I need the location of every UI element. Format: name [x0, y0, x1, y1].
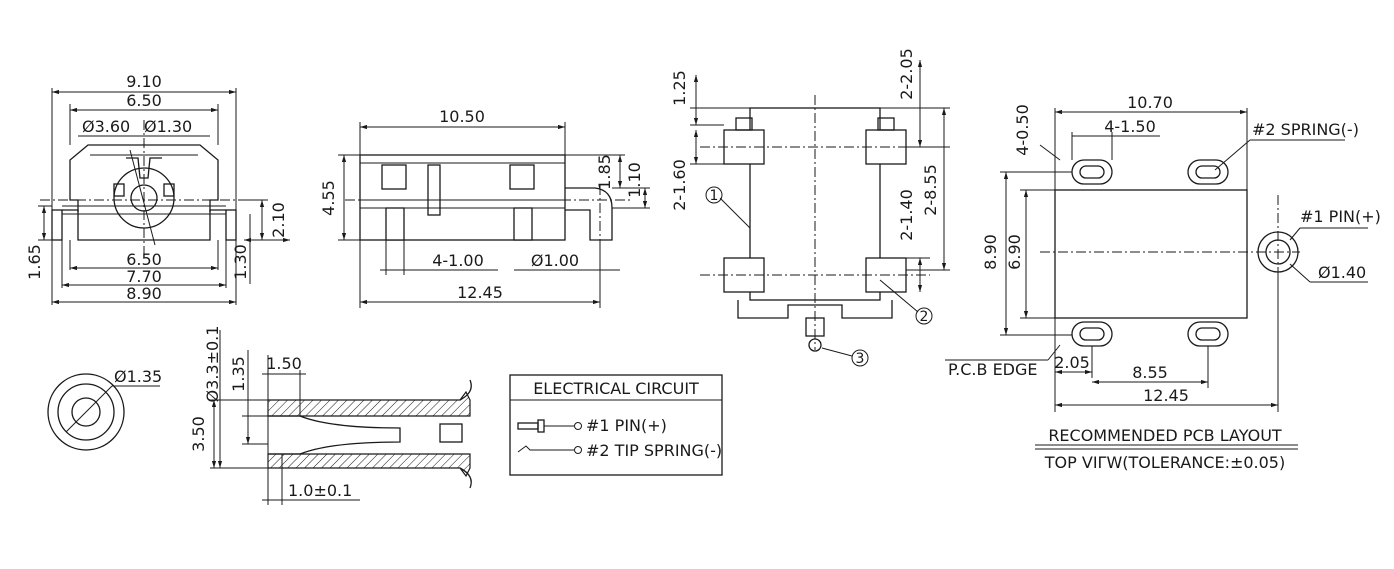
top-view: 1.25 2-2.05 2-1.60 2-8.55 2-1.40 1 2 3: [670, 48, 950, 367]
pcb-pad-4-1-50: 4-1.50: [1104, 117, 1156, 136]
circuit-pin-label: #1 PIN(+): [586, 416, 667, 435]
pcb-edge-2-05: 2.05: [1054, 353, 1090, 372]
side-height-1-85: 1.85: [595, 154, 614, 190]
circuit-title: ELECTRICAL CIRCUIT: [533, 379, 699, 398]
side-height-1-10: 1.10: [625, 162, 644, 198]
side-height-4-55: 4.55: [319, 180, 338, 216]
callout-1: 1: [710, 188, 719, 204]
pcb-height-6-90: 6.90: [1005, 234, 1024, 270]
plug-dim-3-50: 3.50: [189, 416, 208, 452]
pcb-pitch-8-55: 8.55: [1132, 363, 1168, 382]
side-hole-1-00: Ø1.00: [531, 251, 579, 270]
front-width-6-50-top: 6.50: [126, 91, 162, 110]
top-dim-2-2-05: 2-2.05: [897, 48, 916, 100]
callout-3: 3: [856, 351, 865, 367]
plug-dia-3-3: Ø3.3±0.1: [203, 326, 222, 403]
front-height-1-30: 1.30: [231, 244, 250, 280]
front-width-7-70: 7.70: [126, 267, 162, 286]
side-length-12-45: 12.45: [457, 283, 503, 302]
side-length-10-50: 10.50: [439, 107, 485, 126]
front-height-2-10: 2.10: [269, 202, 288, 238]
top-dim-1-25: 1.25: [670, 70, 689, 106]
pcb-layout-subtitle: TOP VIΓW(TOLERANCE:±0.05): [1044, 453, 1285, 472]
side-pitch-4-1-00: 4-1.00: [432, 251, 484, 270]
top-dim-2-1-40: 2-1.40: [897, 189, 916, 241]
pcb-layout-title: RECOMMENDED PCB LAYOUT: [1048, 426, 1282, 445]
front-height-1-65: 1.65: [25, 244, 44, 280]
front-view: 9.10 6.50 Ø3.60 Ø1.30 6.50 7.70 8.90 1.6…: [25, 72, 290, 305]
plug-end-diameter: Ø1.35: [114, 367, 162, 386]
front-dia-1-30: Ø1.30: [144, 117, 192, 136]
pcb-layout: 10.70 4-1.50 4-0.50 #2 SPRING(-) #1 PIN(…: [945, 93, 1381, 472]
side-view: 10.50 4.55 1.85 1.10 4-1.00 Ø1.00 12.45: [319, 107, 650, 308]
plug-section-view: Ø3.3±0.1 1.35 1.50 3.50 1.0±0.1: [189, 326, 472, 505]
pcb-length-12-45: 12.45: [1143, 386, 1189, 405]
pcb-edge-label: P.C.B EDGE: [948, 360, 1038, 379]
plug-dim-1-35: 1.35: [229, 356, 248, 392]
plug-dim-1-50: 1.50: [266, 354, 302, 373]
pcb-pin-diameter: Ø1.40: [1318, 263, 1366, 282]
circuit-spring-label: #2 TIP SPRING(-): [586, 441, 722, 460]
front-width-9-10: 9.10: [126, 72, 162, 91]
callout-2: 2: [920, 309, 929, 325]
pcb-spring-label: #2 SPRING(-): [1252, 120, 1359, 139]
front-width-8-90: 8.90: [126, 284, 162, 303]
pcb-width-10-70: 10.70: [1127, 93, 1173, 112]
plug-dim-1-0: 1.0±0.1: [288, 481, 352, 500]
plug-end-view: Ø1.35: [47, 367, 162, 451]
pcb-height-8-90: 8.90: [981, 234, 1000, 270]
top-dim-2-1-60: 2-1.60: [670, 159, 689, 211]
top-dim-2-8-55: 2-8.55: [921, 164, 940, 216]
front-dia-3-60: Ø3.60: [82, 117, 130, 136]
electrical-circuit-box: ELECTRICAL CIRCUIT #1 PIN(+) #2 TIP SPRI…: [509, 374, 723, 476]
pcb-pin-label: #1 PIN(+): [1300, 207, 1381, 226]
front-width-6-50-bottom: 6.50: [126, 250, 162, 269]
pcb-pad-4-0-50: 4-0.50: [1013, 104, 1032, 156]
